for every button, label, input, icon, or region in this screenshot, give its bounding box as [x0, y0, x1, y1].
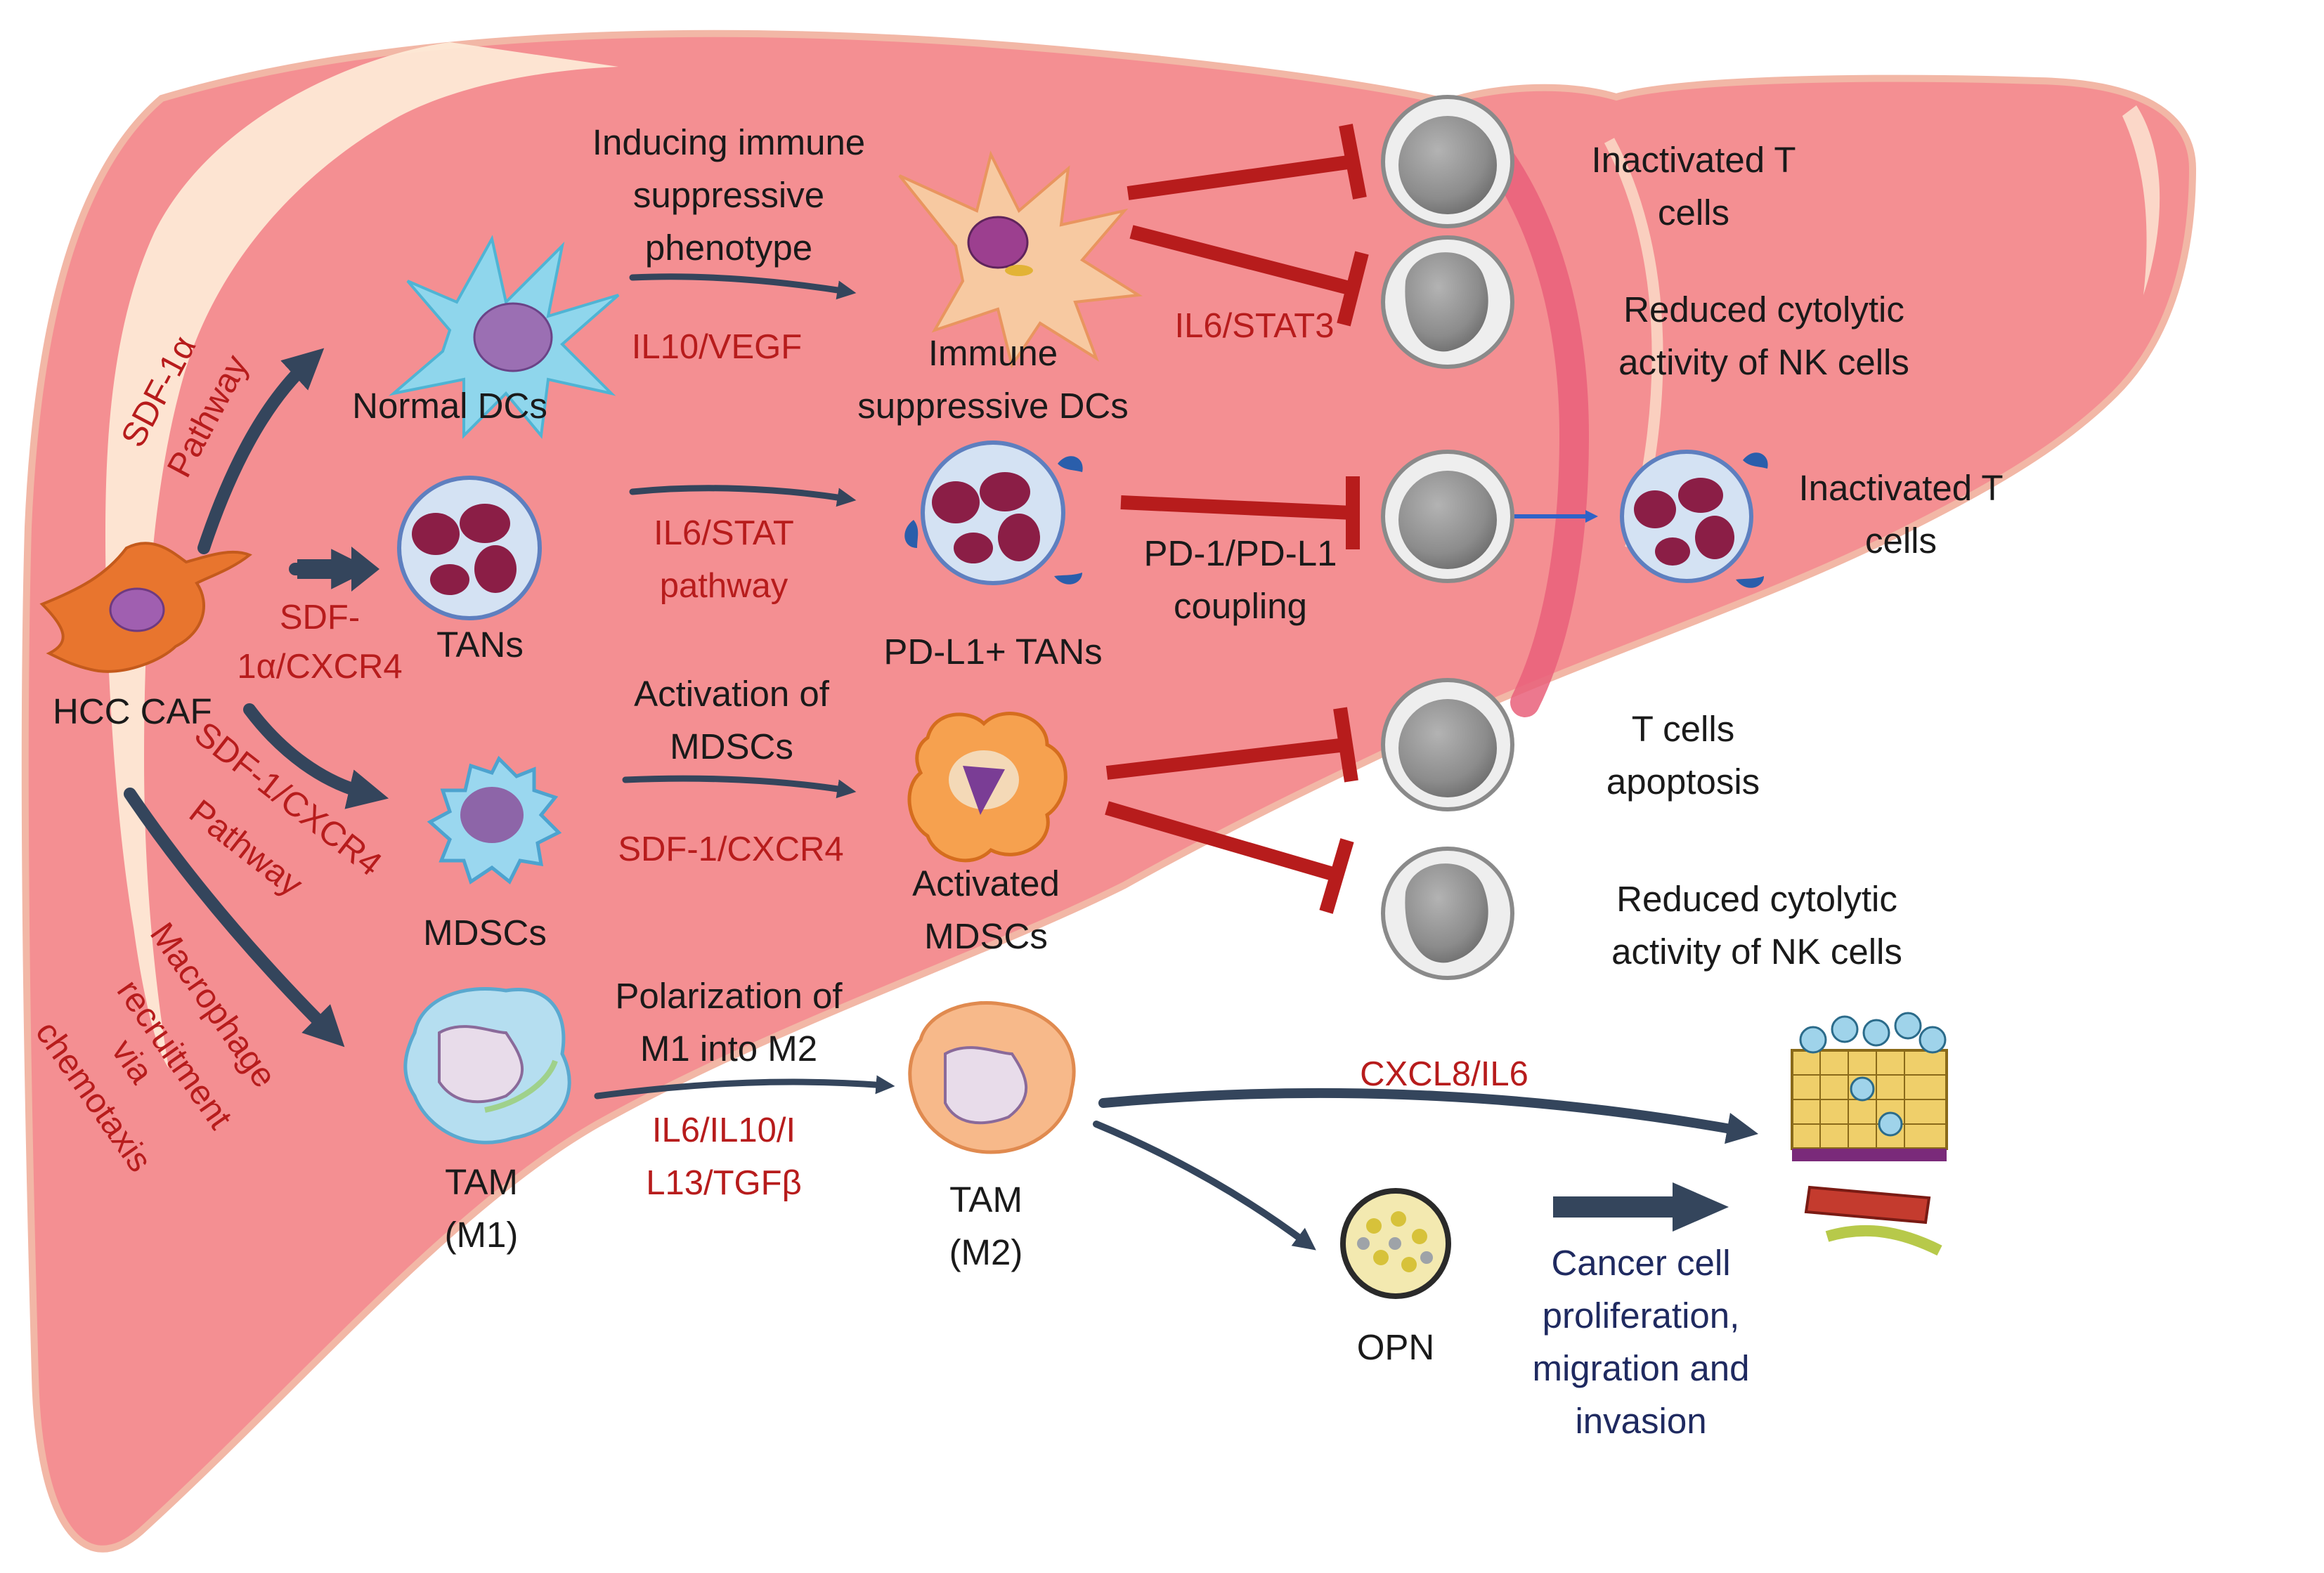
cancer-label-1: Cancer cell — [1551, 1243, 1730, 1283]
inhibit-dc-tcell-bar — [1339, 124, 1367, 200]
arrow-tan-pdl1 — [629, 485, 857, 507]
activation-label-1: Activation of — [634, 674, 830, 714]
inducing-label-3: phenotype — [645, 228, 812, 268]
inhibit-mdsc-nk-bar — [1319, 838, 1354, 914]
il6-il10-label-1: IL6/IL10/I — [652, 1111, 796, 1149]
sdf1a-cxcr4-label-2: 1α/CXCR4 — [237, 648, 402, 686]
immune-suppressive-dc-cell-icon — [898, 150, 1143, 369]
il6-stat3-label: IL6/STAT3 — [1175, 307, 1335, 345]
inhibit-dc-nk — [1129, 225, 1351, 295]
cxcl8-il6-label: CXCL8/IL6 — [1360, 1055, 1528, 1093]
liver-crease — [1447, 98, 1590, 717]
inactivated-t-cell-icon-2 — [1381, 450, 1514, 583]
arrow-dc-induction — [629, 273, 857, 300]
immune-dcs-label-1: Immune — [928, 333, 1058, 373]
opn-to-tumor-arrow — [1553, 1182, 1729, 1232]
hcc-caf-cell-icon — [39, 542, 252, 673]
il6-stat-label-1: IL6/STAT — [654, 514, 794, 552]
arrow-mdsc-activation — [622, 775, 857, 799]
polarization-label-2: M1 into M2 — [640, 1029, 817, 1069]
il6-il10-label-2: L13/TGFβ — [646, 1164, 802, 1202]
cancer-label-4: invasion — [1575, 1401, 1706, 1441]
inhibition-lines — [1105, 124, 1369, 914]
inducing-label-2: suppressive — [633, 175, 824, 215]
apoptosis-label-2: apoptosis — [1606, 762, 1760, 802]
normal-dc-cell-icon — [388, 235, 620, 439]
tans-label: TANs — [436, 625, 524, 665]
cancer-label-2: proliferation, — [1543, 1295, 1740, 1336]
reduced-nk1-label-1: Reduced cytolytic — [1623, 289, 1904, 329]
arrow-m2-to-opn — [1093, 1121, 1316, 1251]
arrow-m2-to-tumor — [1098, 1088, 1759, 1144]
normal-dcs-label: Normal DCs — [352, 386, 547, 426]
polarization-label-1: Polarization of — [615, 976, 843, 1016]
reduced-nk2-label-2: activity of NK cells — [1611, 932, 1902, 972]
inactivated-t1-label-2: cells — [1658, 192, 1729, 233]
activation-label-2: MDSCs — [670, 726, 793, 766]
inhibit-mdsc-nk — [1105, 801, 1337, 882]
sdf1a-cxcr4-label-1: SDF- — [280, 599, 360, 637]
inhibit-dc-tcell — [1127, 155, 1354, 200]
tan-cell-icon — [397, 476, 542, 620]
opn-label: OPN — [1357, 1327, 1435, 1367]
il10-vegf-label: IL10/VEGF — [632, 328, 802, 366]
opn-icon — [1340, 1188, 1451, 1299]
inhibit-mdsc-tcell — [1105, 738, 1347, 780]
immune-dcs-label-2: suppressive DCs — [857, 386, 1128, 426]
reduced-nk1-label-2: activity of NK cells — [1618, 342, 1909, 382]
liver-right-highlight — [2122, 105, 2160, 295]
tam-m1-label-1: TAM — [445, 1162, 518, 1202]
arrow-caf-to-mdscs — [243, 703, 389, 809]
inhibit-mdsc-tcell-bar — [1333, 707, 1358, 783]
mdscs-label: MDSCs — [423, 913, 547, 953]
reduced-nk2-label-1: Reduced cytolytic — [1616, 879, 1897, 919]
pd1-pdl1-label-1: PD-1/PD-L1 — [1144, 533, 1337, 573]
mdsc-cell-icon — [427, 755, 562, 885]
activated-mdsc-cell-icon — [907, 712, 1067, 863]
arrow-caf-tans-outline — [297, 547, 379, 592]
il6-stat-label-2: pathway — [660, 567, 788, 605]
tumor-invasion-icon — [1791, 1012, 1948, 1256]
pdl1-tan-cell-icon — [904, 440, 1083, 585]
inactivated-t1-label-1: Inactivated T — [1591, 140, 1796, 180]
pd1-pdl1-label-2: coupling — [1174, 586, 1307, 626]
inducing-label-1: Inducing immune — [592, 122, 865, 162]
arrow-caf-to-dcs — [197, 348, 325, 554]
pdl1-tans-label: PD-L1+ TANs — [883, 632, 1102, 672]
hcc-caf-label: HCC CAF — [53, 691, 212, 731]
inactivated-t-cell-icon-1 — [1381, 95, 1514, 228]
tam-m2-label-2: (M2) — [949, 1232, 1023, 1272]
cancer-label-3: migration and — [1532, 1348, 1749, 1388]
arrow-caf-to-tam-m1 — [124, 788, 345, 1047]
sdf1-cxcr4-label: SDF-1/CXCR4 — [618, 830, 843, 868]
inhibit-dc-nk-bar — [1337, 251, 1369, 327]
tam-m2-label-1: TAM — [949, 1180, 1023, 1220]
inactivated-t2-label-2: cells — [1865, 521, 1937, 561]
tam-m1-cell-icon — [403, 987, 571, 1144]
inhibit-tan-tcell — [1120, 495, 1353, 520]
tam-m1-label-2: (M1) — [445, 1215, 519, 1255]
inactivated-t2-label-1: Inactivated T — [1798, 468, 2003, 508]
nk-cell-icon-1 — [1381, 235, 1514, 369]
tam-m2-cell-icon — [908, 1000, 1076, 1154]
activated-mdscs-label-2: MDSCs — [924, 916, 1048, 956]
apoptotic-t-cell-icon — [1381, 678, 1514, 811]
activated-mdscs-label-1: Activated — [912, 863, 1060, 903]
tan-bound-cell-icon — [1620, 450, 1768, 588]
arrow-m1-polarization — [594, 1075, 895, 1099]
nk-cell-icon-2 — [1381, 847, 1514, 980]
apoptosis-label-1: T cells — [1632, 709, 1734, 749]
